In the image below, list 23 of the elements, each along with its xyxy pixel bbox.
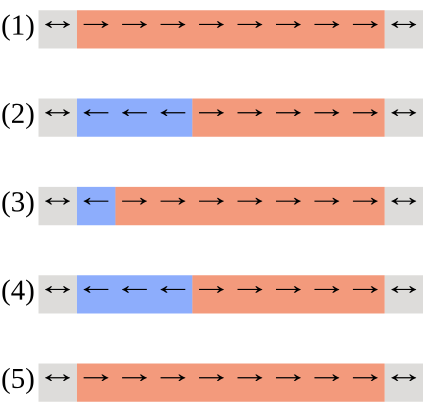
row-label: (4) <box>2 280 34 306</box>
row-label: (1) <box>2 14 34 41</box>
end-cell: ↔ <box>38 10 77 48</box>
arrow-band: → → → → → → → → <box>76 364 385 402</box>
end-cell: ↔ <box>384 98 423 137</box>
arrow-band: → → → → → → → <box>115 186 385 226</box>
end-cell: ↔ <box>384 186 423 226</box>
arrow-band: ← <box>76 186 116 226</box>
arrow-band: → → → → → <box>192 98 385 137</box>
row-label: (5) <box>2 368 34 394</box>
end-cell: ↔ <box>38 186 77 226</box>
end-cell: ↔ <box>384 364 423 402</box>
end-cell: ↔ <box>38 275 77 314</box>
end-cell: ↔ <box>38 364 77 402</box>
end-cell: ↔ <box>384 10 423 48</box>
row-label: (3) <box>2 191 34 218</box>
row-label: (2) <box>2 102 34 130</box>
arrow-band: ← ← ← <box>76 275 192 314</box>
end-cell: ↔ <box>384 275 423 314</box>
arrow-band: ← ← ← <box>76 98 192 137</box>
arrow-band: → → → → → → → → <box>76 10 385 48</box>
arrow-band: → → → → → <box>192 275 385 314</box>
end-cell: ↔ <box>38 98 77 137</box>
